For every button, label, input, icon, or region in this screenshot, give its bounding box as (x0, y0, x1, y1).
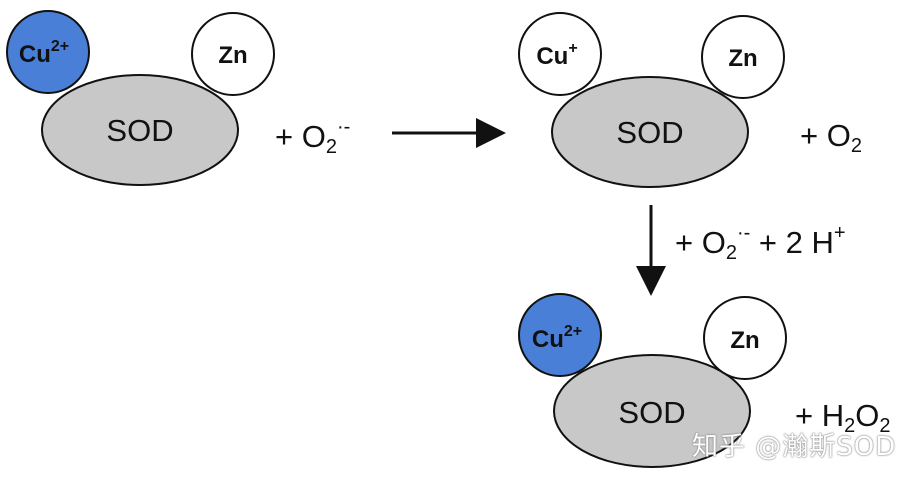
zhihu-watermark: 知乎 @瀚斯SOD (692, 432, 897, 462)
hydrogen-peroxide-product: + H2O2 (795, 398, 891, 437)
sod-complex-reduced: SOD Cu+ Zn (518, 12, 785, 188)
sod-complex-oxidized-1: SOD Cu2+ Zn (6, 10, 275, 186)
enzyme-body (41, 74, 239, 186)
oxygen-product: + O2 (800, 118, 862, 157)
zinc-label: Zn (728, 45, 757, 72)
enzyme-body (551, 76, 749, 188)
superoxide-reactant-1: + O2·- (275, 116, 351, 158)
copper-label: Cu2+ (532, 323, 582, 353)
enzyme-label: SOD (106, 113, 173, 148)
copper-label: Cu2+ (19, 38, 69, 68)
copper-label: Cu+ (536, 40, 577, 70)
copper-ion-blue (518, 293, 602, 377)
zinc-ion (703, 296, 787, 380)
enzyme-label: SOD (618, 395, 685, 430)
copper-ion-blue (6, 10, 90, 94)
superoxide-proton-reactants: + O2·- + 2 H+ (675, 222, 846, 264)
sod-complex-oxidized-2: SOD Cu2+ Zn (518, 293, 787, 468)
zinc-label: Zn (730, 327, 759, 354)
zinc-ion (191, 12, 275, 96)
enzyme-body (553, 354, 751, 468)
enzyme-label: SOD (616, 115, 683, 150)
zinc-ion (701, 15, 785, 99)
copper-ion-white (518, 12, 602, 96)
zinc-label: Zn (218, 42, 247, 69)
